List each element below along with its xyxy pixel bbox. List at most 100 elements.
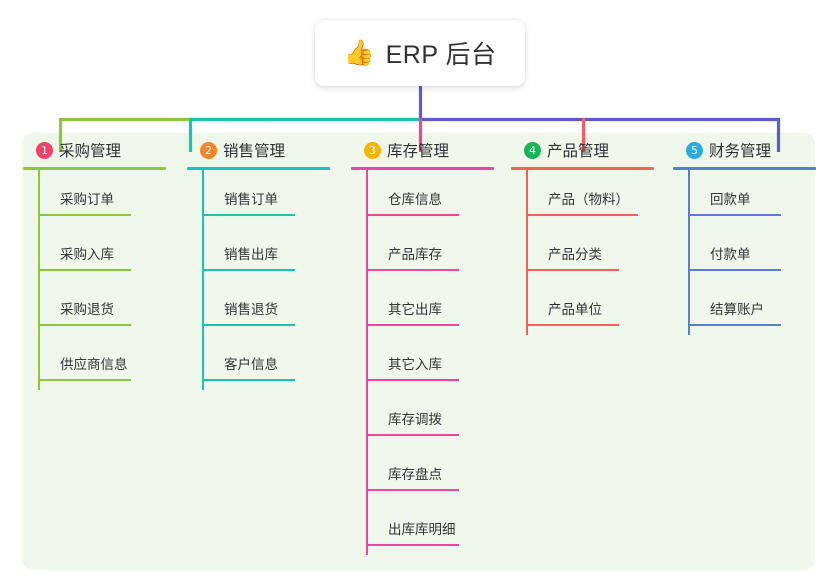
branch-item-label: 结算账户 [710,302,764,317]
branch-item[interactable]: 客户信息 [202,335,346,390]
branch-item-rule [366,214,459,216]
branch-item[interactable]: 库存调拨 [366,390,510,445]
branch-item[interactable]: 库存盘点 [366,445,510,500]
branch-item[interactable]: 产品（物料） [526,170,670,225]
branch-item[interactable]: 采购订单 [38,170,182,225]
branch-item-label: 回款单 [710,192,751,207]
branch-5: 5 财务管理回款单付款单结算账户 [672,133,832,335]
branch-spine [688,170,690,335]
branch-item-label: 库存调拨 [388,412,442,427]
branch-2: 2 销售管理销售订单销售出库销售退货客户信息 [186,133,346,390]
branch-header-3[interactable]: 3 库存管理 [350,133,510,167]
branch-item[interactable]: 产品库存 [366,225,510,280]
root-node-label: ERP 后台 [385,41,497,69]
branch-item-label: 采购退货 [60,302,114,317]
branch-item-rule [202,379,295,381]
branch-item-rule [38,324,131,326]
branch-item-label: 采购订单 [60,192,114,207]
thumbs-up-icon: 👍 [343,38,375,67]
branch-item-label: 客户信息 [224,357,278,372]
branch-header-rule [673,167,816,170]
branch-item[interactable]: 销售出库 [202,225,346,280]
root-node[interactable]: 👍 ERP 后台 [315,20,525,86]
branch-title: 销售管理 [223,143,286,160]
branch-item[interactable]: 其它出库 [366,280,510,335]
branch-header-rule [23,167,166,170]
branch-item[interactable]: 产品分类 [526,225,670,280]
branch-item-label: 产品库存 [388,247,442,262]
branch-item-rule [366,489,459,491]
branch-item-rule [202,324,295,326]
branch-item-list: 回款单付款单结算账户 [688,170,832,335]
branch-item[interactable]: 付款单 [688,225,832,280]
branch-item[interactable]: 采购退货 [38,280,182,335]
branch-number-badge: 5 [686,141,703,159]
branch-header-2[interactable]: 2 销售管理 [186,133,346,167]
branch-item-list: 产品（物料） 产品分类产品单位 [526,170,670,335]
branch-item-rule [38,379,131,381]
branch-title: 库存管理 [387,143,450,160]
branch-header-4[interactable]: 4 产品管理 [510,133,670,167]
branch-item-label: 其它出库 [388,302,442,317]
branch-item-rule [366,544,459,546]
branch-item-label: 其它入库 [388,357,442,372]
branch-item-label: 库存盘点 [388,467,442,482]
branch-spine [526,170,528,335]
branch-item-rule [688,324,781,326]
branch-item-label: 采购入库 [60,247,114,262]
branch-item-rule [526,214,638,216]
branch-item-label: 销售出库 [224,247,278,262]
branch-header-1[interactable]: 1 采购管理 [22,133,182,167]
branch-item-rule [38,214,131,216]
branch-item-label: 销售退货 [224,302,278,317]
branch-spine [202,170,204,390]
branch-item-label: 产品单位 [548,302,602,317]
branch-item-list: 仓库信息产品库存其它出库其它入库库存调拨库存盘点出库库明细 [366,170,510,555]
branch-item-rule [688,214,781,216]
branch-3: 3 库存管理仓库信息产品库存其它出库其它入库库存调拨库存盘点出库库明细 [350,133,510,555]
branch-item[interactable]: 仓库信息 [366,170,510,225]
branch-item[interactable]: 采购入库 [38,225,182,280]
branch-item-list: 采购订单采购入库采购退货供应商信息 [38,170,182,390]
branch-4: 4 产品管理产品（物料） 产品分类产品单位 [510,133,670,335]
branch-columns: 1 采购管理采购订单采购入库采购退货供应商信息 2 销售管理销售订单销售出库销售退货客… [22,133,816,570]
branch-item-label: 供应商信息 [60,357,128,372]
diagram-board [22,133,815,570]
branch-item[interactable]: 销售订单 [202,170,346,225]
branch-header-rule [351,167,494,170]
branch-spine [366,170,368,555]
branch-item-label: 销售订单 [224,192,278,207]
branch-title: 产品管理 [547,143,610,160]
branch-item[interactable]: 其它入库 [366,335,510,390]
branch-header-rule [187,167,330,170]
branch-item-label: 付款单 [710,247,751,262]
branch-item-label: 仓库信息 [388,192,442,207]
branch-item[interactable]: 结算账户 [688,280,832,335]
branch-title: 财务管理 [709,143,772,160]
branch-item[interactable]: 销售退货 [202,280,346,335]
branch-1: 1 采购管理采购订单采购入库采购退货供应商信息 [22,133,182,390]
branch-number-badge: 3 [364,141,381,159]
branch-header-rule [511,167,654,170]
branch-item-rule [38,269,131,271]
branch-item[interactable]: 供应商信息 [38,335,182,390]
branch-item-rule [202,214,295,216]
branch-item-label: 产品分类 [548,247,602,262]
branch-item-rule [202,269,295,271]
branch-title: 采购管理 [59,143,122,160]
branch-number-badge: 2 [200,141,217,159]
branch-item-label: 出库库明细 [388,522,456,537]
branch-item-rule [366,434,459,436]
branch-item-rule [526,324,619,326]
branch-item[interactable]: 出库库明细 [366,500,510,555]
branch-item-rule [366,324,459,326]
branch-number-badge: 4 [524,141,541,159]
branch-header-5[interactable]: 5 财务管理 [672,133,832,167]
branch-number-badge: 1 [36,141,53,159]
branch-spine [38,170,40,390]
branch-item-rule [688,269,781,271]
branch-item-rule [366,269,459,271]
branch-item[interactable]: 产品单位 [526,280,670,335]
branch-item[interactable]: 回款单 [688,170,832,225]
branch-item-label: 产品（物料） [548,192,629,207]
